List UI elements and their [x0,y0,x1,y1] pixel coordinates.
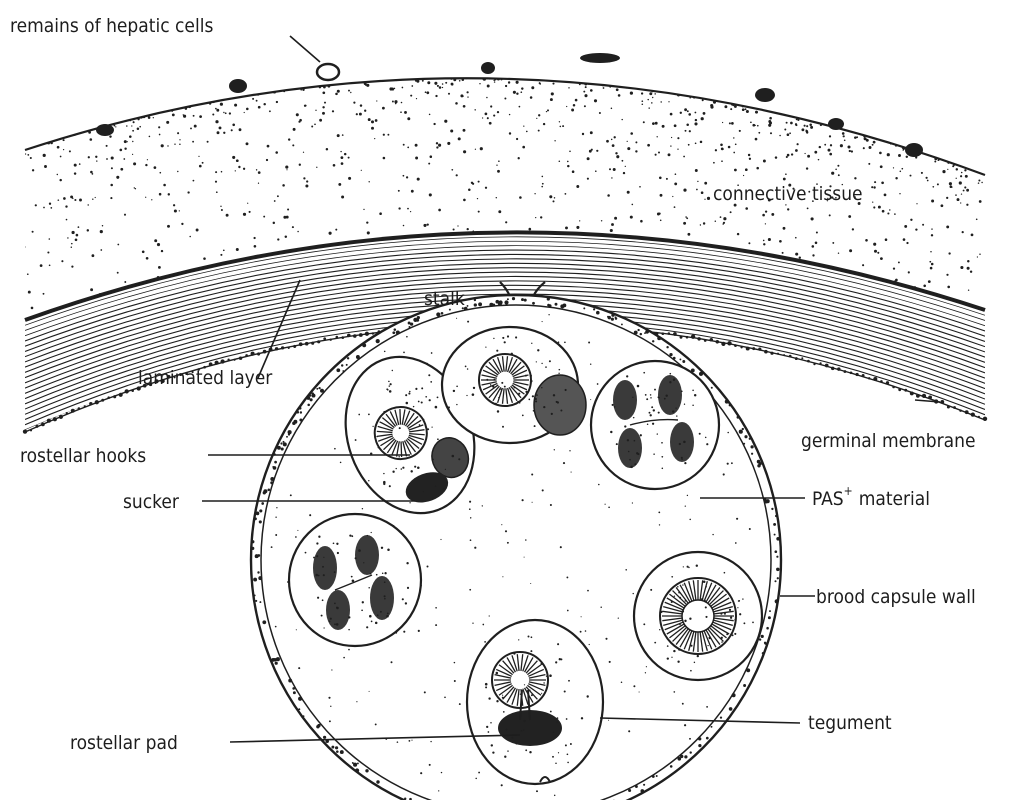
label-rostellar-hooks: rostellar hooks [20,445,146,467]
label-rostellar-pad: rostellar pad [70,732,178,754]
label-sucker: sucker [123,491,180,513]
protoscolex-top-right [591,361,719,489]
label-remains-of-hepatic-cells: remains of hepatic cells [10,15,213,37]
label-brood-capsule-wall: brood capsule wall [816,586,976,608]
label-connective-tissue: connective tissue [713,183,863,205]
label-tegument: tegument [808,712,892,734]
label-stalk: stalk [424,288,465,310]
label-laminated-layer: laminated layer [138,367,273,389]
protoscolex-left-middle [289,514,421,646]
label-pas-material: PAS+material [812,484,930,510]
label-germinal-membrane: germinal membrane [801,430,976,452]
protoscolex-bottom-center [467,620,603,784]
protoscolex-right-middle [634,552,762,680]
